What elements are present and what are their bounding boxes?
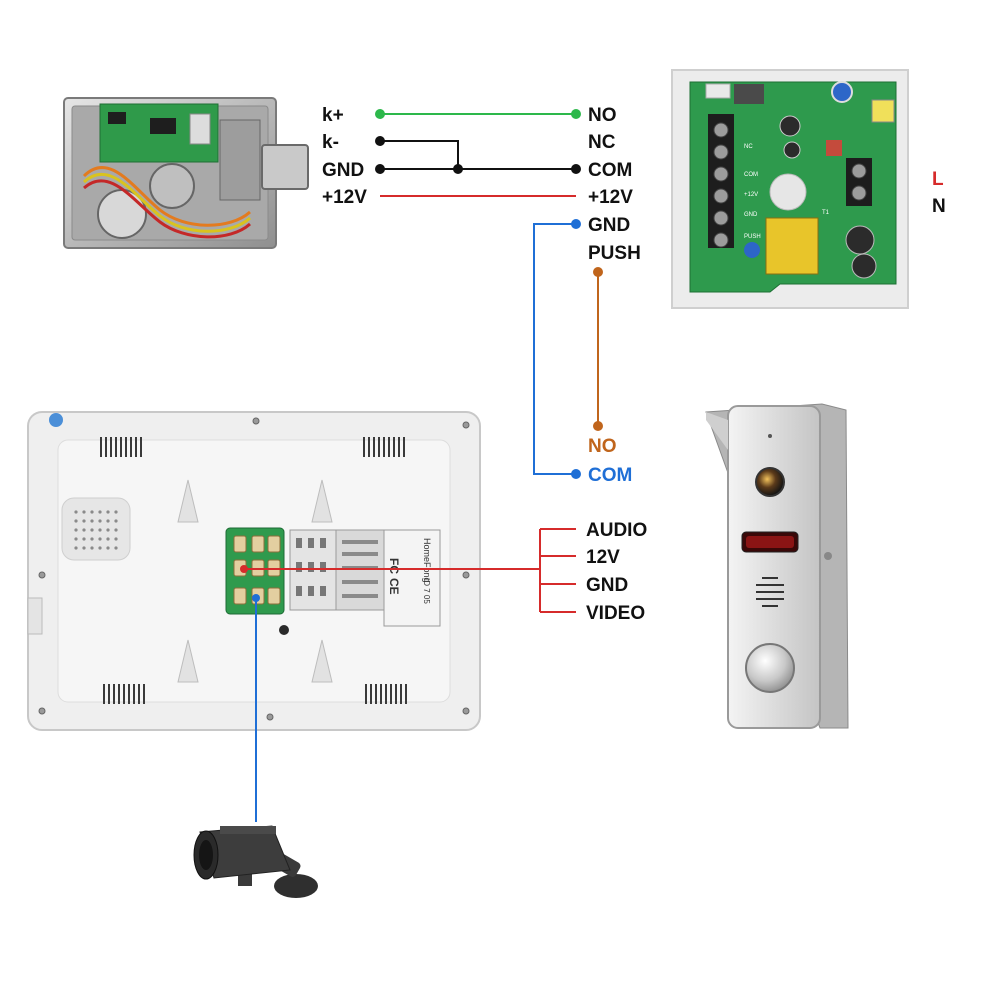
sticker-ce: CE bbox=[387, 578, 401, 595]
lock-terminal-kminus: k- bbox=[322, 132, 339, 153]
cctv-camera bbox=[193, 825, 318, 898]
psu-terminal-gnd: GND bbox=[588, 215, 630, 236]
brand-badge bbox=[49, 413, 63, 427]
pcb-label-12v: +12V bbox=[744, 192, 758, 198]
psu-terminal-com: COM bbox=[588, 160, 632, 181]
vent-bottom-left bbox=[103, 684, 145, 704]
wire-gnd-com-blue bbox=[533, 223, 576, 475]
station-speaker bbox=[756, 577, 784, 607]
psu-terminal-push: PUSH bbox=[588, 243, 641, 264]
station-terminal-video: VIDEO bbox=[586, 603, 645, 624]
transformer bbox=[765, 217, 819, 275]
mains-l-label: L bbox=[932, 169, 944, 190]
pcb-label-t1: T1 bbox=[822, 210, 830, 216]
lock-wiring bbox=[375, 109, 581, 197]
station-terminal-audio: AUDIO bbox=[586, 520, 647, 541]
electric-lock bbox=[63, 97, 309, 249]
pcb-label-com: COM bbox=[744, 172, 758, 178]
outdoor-door-station bbox=[705, 403, 849, 729]
camera-lens bbox=[755, 467, 785, 497]
indoor-monitor: HomeFong ID 7 05 FC CE bbox=[27, 411, 481, 731]
mounting-slots bbox=[177, 479, 333, 683]
mains-n-label: N bbox=[932, 196, 946, 217]
lock-terminal-12v: +12V bbox=[322, 187, 367, 208]
call-button bbox=[745, 643, 795, 693]
psu-terminal-no: NO bbox=[588, 105, 617, 126]
door-station-wiring bbox=[240, 528, 576, 613]
vent-bottom-right bbox=[365, 684, 407, 704]
vent-top-right bbox=[363, 437, 405, 457]
exit-terminal-com: COM bbox=[588, 465, 632, 486]
cert-sticker bbox=[383, 529, 441, 627]
psu-terminal-nc: NC bbox=[588, 132, 616, 153]
sticker-model: ID 7 05 bbox=[422, 578, 431, 604]
lock-terminal-gnd: GND bbox=[322, 160, 364, 181]
psu-terminal-12v: +12V bbox=[588, 187, 633, 208]
lock-terminal-kplus: k+ bbox=[322, 105, 344, 126]
wire-kminus bbox=[380, 140, 459, 169]
exit-terminal-no: NO bbox=[588, 436, 617, 457]
pcb-label-gnd: GND bbox=[744, 212, 758, 218]
lock-motor bbox=[149, 163, 195, 209]
station-terminal-12v: 12V bbox=[586, 547, 620, 568]
lock-bolt bbox=[261, 144, 309, 190]
sticker-brand: HomeFong bbox=[422, 538, 432, 583]
pcb-label-push: PUSH bbox=[744, 234, 761, 240]
station-terminal-gnd: GND bbox=[586, 575, 628, 596]
power-supply: NC COM +12V GND PUSH T1 bbox=[671, 69, 909, 309]
sticker-fc: FC bbox=[387, 558, 401, 574]
vent-top-left bbox=[100, 437, 142, 457]
pcb-label-nc: NC bbox=[744, 144, 753, 150]
speaker-grille bbox=[61, 497, 131, 561]
